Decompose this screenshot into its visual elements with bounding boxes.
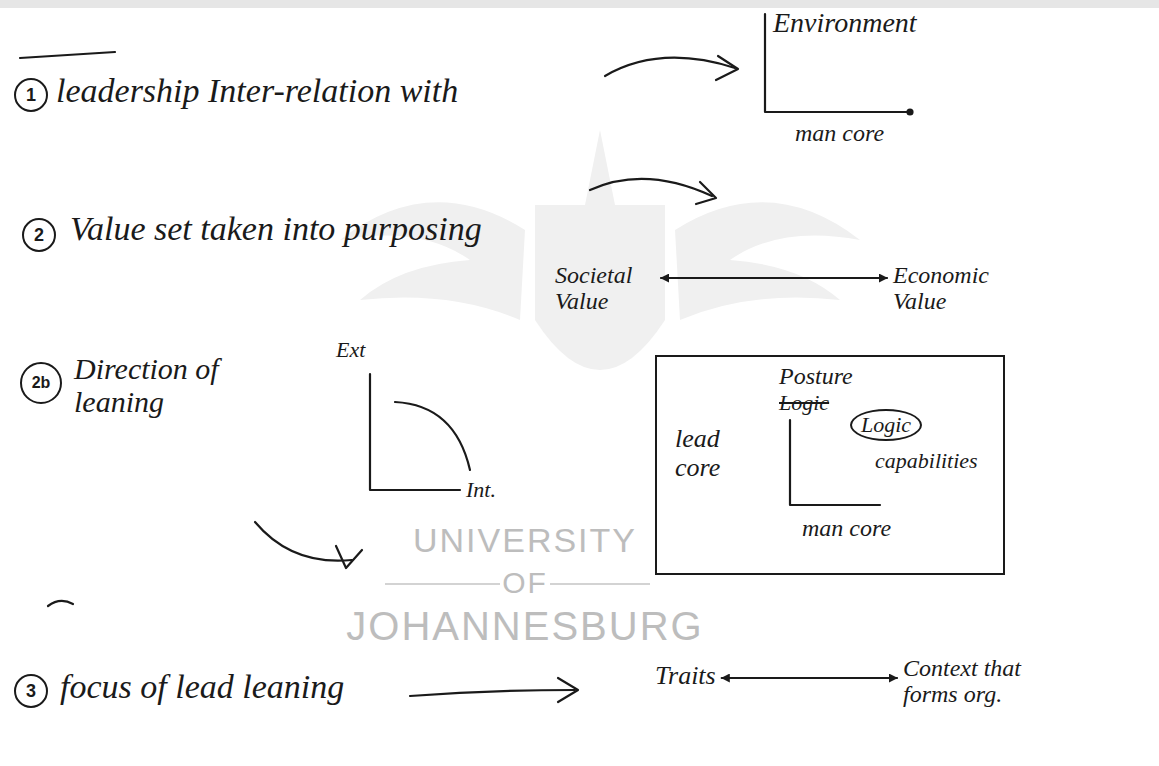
- pointer-arrow: [410, 690, 575, 696]
- watermark-wing: [675, 202, 860, 320]
- top-band: [0, 0, 1159, 8]
- axis-dot: [908, 110, 913, 115]
- focus-pole: Traits: [655, 662, 716, 691]
- arrowhead: [558, 678, 578, 702]
- framework-box: lead corePostureLogiccapabilitiesman cor…: [655, 355, 1005, 575]
- node-text: lead core: [675, 425, 765, 482]
- axis-label: man core: [795, 120, 884, 146]
- node-text: man core: [802, 515, 892, 541]
- arrowhead: [696, 182, 716, 204]
- double-arrow: [661, 277, 887, 279]
- callout-number: 2: [22, 218, 56, 252]
- axis-label: Ext: [336, 338, 365, 362]
- watermark-crest-tip: [585, 130, 615, 205]
- node-text: capabilities: [875, 449, 978, 473]
- heading-note: focus of lead leaning: [60, 668, 344, 705]
- node-text: Logic: [779, 391, 829, 415]
- node-text: Traits: [655, 662, 716, 691]
- graph-axes: [370, 374, 460, 490]
- node-text: Logic: [861, 413, 911, 437]
- circled-term: Logic: [850, 409, 922, 441]
- watermark-text: OF: [502, 566, 548, 599]
- arrowhead: [336, 546, 362, 568]
- node-text: Economic Value: [893, 262, 1013, 315]
- node-text: Posture: [779, 363, 853, 389]
- heading-note: Direction of leaning: [74, 352, 249, 418]
- heading-note: Value set taken into purposing: [70, 210, 482, 247]
- pointer-arrow: [255, 522, 352, 561]
- node-text: Societal Value: [555, 262, 655, 315]
- watermark-text: UNIVERSITY: [413, 522, 637, 559]
- axis-label: Int.: [466, 478, 496, 502]
- watermark-text: JOHANNESBURG: [346, 604, 703, 648]
- focus-pole: Context that forms org.: [903, 655, 1053, 708]
- callout-number: 2b: [20, 362, 62, 404]
- value-pole: Economic Value: [893, 262, 1013, 315]
- overline: [20, 52, 115, 58]
- watermark-crest: [340, 130, 860, 370]
- callout-number: 3: [14, 674, 48, 708]
- watermark-shield: [535, 205, 665, 370]
- watermark-rule: [550, 583, 650, 585]
- pointer-arrow: [605, 58, 735, 76]
- heading-note: leadership Inter-relation with: [56, 72, 458, 109]
- value-pole: Societal Value: [555, 262, 655, 315]
- axis-label: Environment: [773, 8, 917, 39]
- pointer-arrow: [590, 179, 712, 196]
- graph-curve: [395, 402, 470, 470]
- node-text: Context that forms org.: [903, 655, 1053, 708]
- stray-mark: [48, 601, 73, 606]
- double-arrow: [722, 677, 897, 679]
- watermark-rule: [385, 583, 500, 585]
- arrowhead: [716, 56, 738, 80]
- callout-number: 1: [14, 78, 48, 112]
